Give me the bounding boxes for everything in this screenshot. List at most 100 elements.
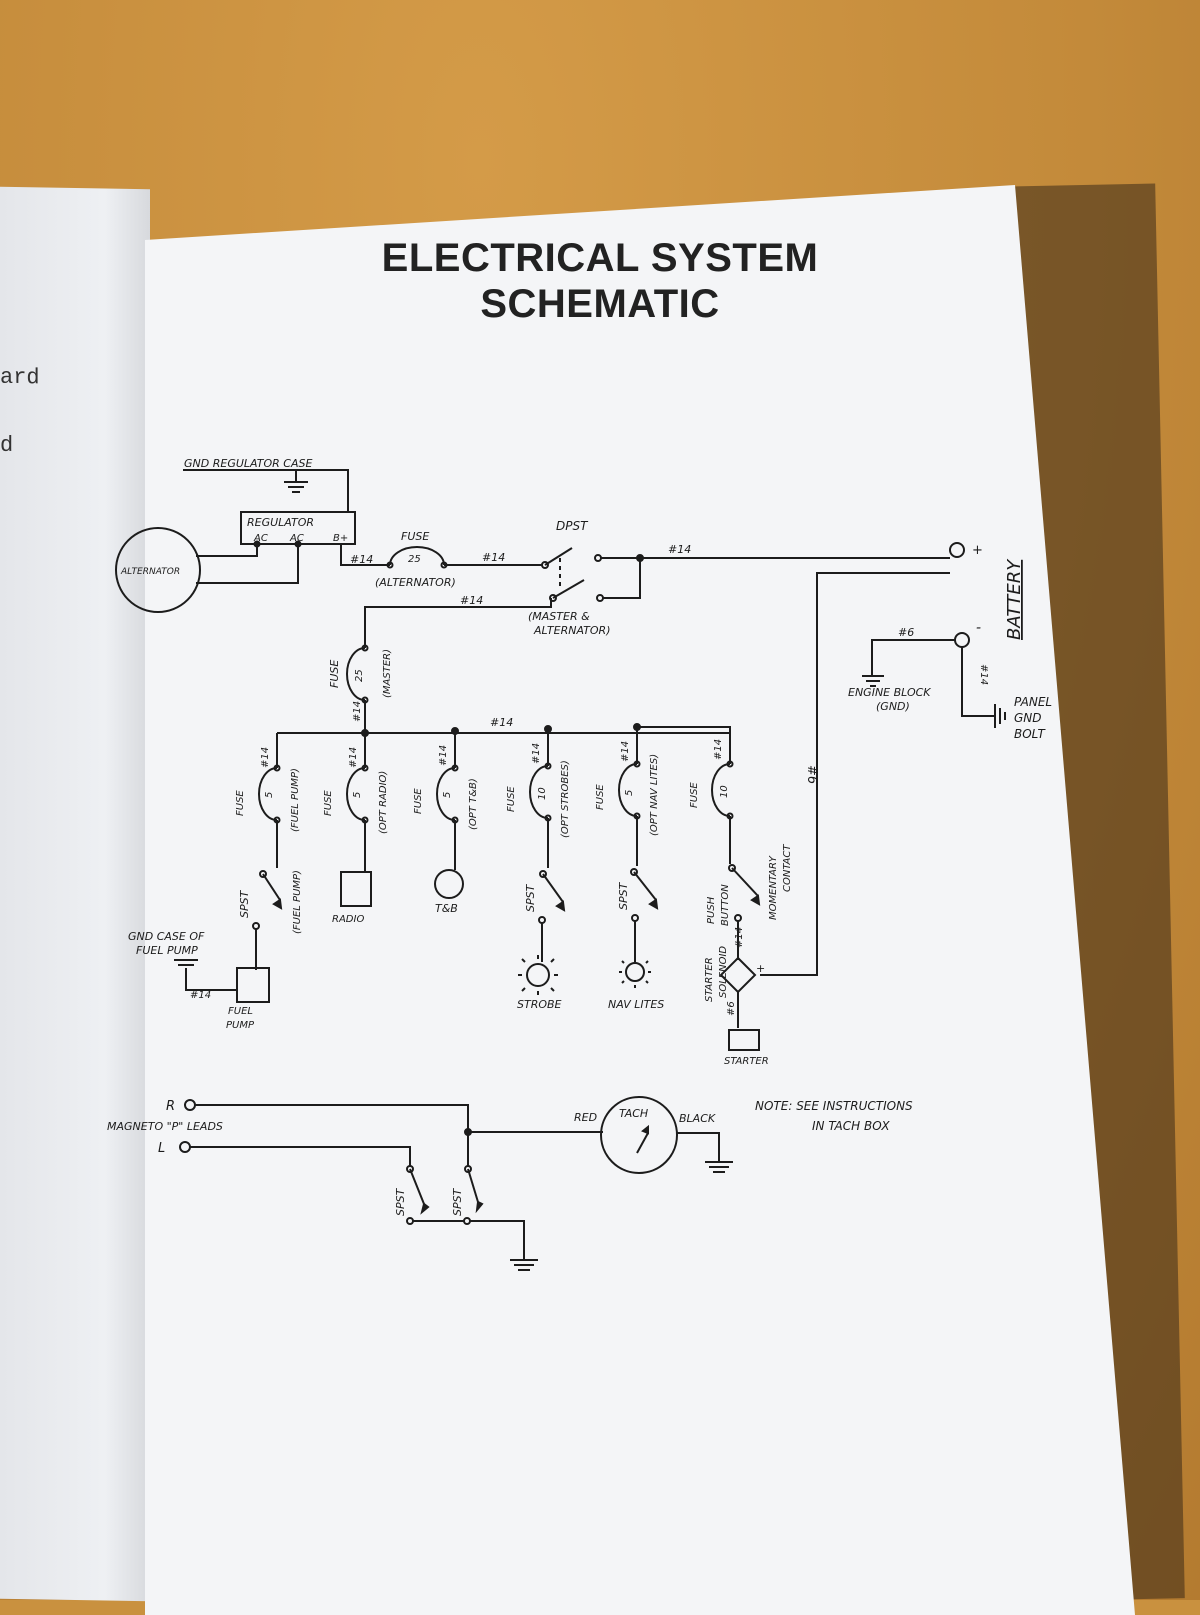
- branch-nav-lites: [618, 727, 659, 988]
- momentary-label-1: MOMENTARY: [768, 855, 779, 920]
- master-feed-wire: [364, 598, 552, 648]
- magneto-l-terminal: [179, 1141, 191, 1153]
- branch-strobe-paren: (OPT STROBES): [560, 760, 571, 838]
- gnd-case-fuel-label-2: FUEL PUMP: [136, 944, 198, 957]
- alternator-ac1-wire: [196, 544, 258, 557]
- master-fuse-value: 25: [354, 669, 365, 682]
- battery-positive-terminal: [949, 542, 965, 558]
- alternator-ac2-wire: [196, 544, 299, 584]
- branch-fuel-pump: [185, 733, 283, 1003]
- fuel-wire-label: #14: [190, 990, 211, 1001]
- branch-radio-wire: #14: [348, 747, 359, 768]
- radio-label: RADIO: [332, 914, 364, 925]
- bplus-wire: [340, 544, 390, 566]
- branch-radio-val: 5: [352, 792, 363, 798]
- spst-nav-label: SPST: [617, 881, 630, 910]
- terminal-dot: [294, 540, 302, 548]
- ground-symbol-magneto: [510, 1259, 538, 1271]
- dpst-contact: [594, 554, 602, 562]
- gnd-case-fuel-label-1: GND CASE OF: [128, 930, 205, 943]
- alternator-fuse: [389, 546, 445, 566]
- tach-needle: [636, 1132, 649, 1154]
- terminal-dot: [253, 540, 261, 548]
- battery-minus: -: [976, 620, 981, 636]
- engine-block-label-1: ENGINE BLOCK: [848, 686, 931, 699]
- master-fuse: [346, 647, 366, 701]
- branch-nav-paren: (OPT NAV LITES): [649, 754, 660, 836]
- magneto-ground-wire: [413, 1220, 525, 1260]
- manual-page: [145, 185, 1135, 1615]
- nav-lites-label: NAV LITES: [608, 998, 664, 1011]
- dpst-blade-2: [552, 579, 585, 599]
- branch-starter: [637, 726, 761, 1051]
- branch-fuel-paren: (FUEL PUMP): [290, 768, 301, 832]
- magneto-switch-1: [406, 1165, 430, 1225]
- magneto-l-wire: [190, 1146, 411, 1166]
- branch-starter-val: 10: [719, 785, 730, 798]
- spst-mag2-label: SPST: [451, 1187, 464, 1216]
- master-fuse-label: FUSE: [328, 660, 341, 688]
- master-fuse-paren: (MASTER): [382, 649, 393, 698]
- branch-radio-paren: (OPT RADIO): [378, 771, 389, 834]
- starter-label: STARTER: [724, 1056, 769, 1067]
- branch-turn-bank: [434, 731, 464, 899]
- branch-tb-fuse: FUSE: [413, 788, 424, 814]
- page-title-line1: ELECTRICAL SYSTEM: [381, 236, 819, 280]
- starter-feed-wire: [760, 572, 950, 976]
- spst-mag1-label: SPST: [394, 1187, 407, 1216]
- solenoid-plus: +: [756, 962, 765, 975]
- regulator-ac1-label: AC: [253, 533, 268, 544]
- magneto-r-terminal: [184, 1099, 196, 1111]
- tach-red-label: RED: [574, 1111, 597, 1124]
- fuel-pump-label-2: PUMP: [226, 1020, 255, 1031]
- page-title-line2: SCHEMATIC: [480, 282, 720, 326]
- dpst-jumper: [603, 558, 641, 599]
- solenoid-wire6-label: #6: [726, 1001, 737, 1016]
- battery-panel-gnd-wire: [961, 647, 995, 717]
- branch-starter-wire: #14: [713, 739, 724, 760]
- tach-needle-tip: [641, 1124, 649, 1135]
- spst-fuel-label: SPST: [238, 889, 251, 918]
- dpst-contact: [596, 594, 604, 602]
- battery-negative-terminal: [954, 632, 970, 648]
- battery-label: BATTERY: [1004, 558, 1025, 640]
- branch-starter-fuse: FUSE: [689, 782, 700, 808]
- branch-tb-val: 5: [442, 792, 453, 798]
- push-button-label-1: PUSH: [706, 896, 717, 924]
- solenoid-wire14-label: #14: [734, 927, 745, 948]
- ground-symbol-engine: [862, 675, 884, 687]
- branch-strobe-fuse: FUSE: [506, 786, 517, 812]
- wire14-bat-label: #14: [978, 664, 989, 685]
- branch-nav-wire: #14: [620, 741, 631, 762]
- magneto-r-label: R: [166, 1099, 175, 1114]
- tach-black-label: BLACK: [679, 1112, 716, 1125]
- tb-label: T&B: [435, 902, 458, 915]
- wire14-label-c: #14: [668, 543, 691, 556]
- alternator: [115, 527, 201, 613]
- panel-gnd-label-1: PANEL: [1014, 695, 1052, 709]
- dpst-blade-1: [544, 547, 573, 566]
- ground-symbol-tach: [705, 1161, 733, 1173]
- panel-gnd-label-2: GND: [1014, 711, 1042, 725]
- branch-nav-fuse: FUSE: [595, 784, 606, 810]
- magneto-leads-label: MAGNETO "P" LEADS: [107, 1120, 223, 1133]
- wire14-label-a: #14: [350, 553, 373, 566]
- fuse-terminal: [361, 644, 369, 652]
- master-fuse-wire: #14: [352, 701, 363, 722]
- battery-plus: +: [972, 543, 983, 558]
- wire14-label-d: #14: [460, 594, 483, 607]
- branch-fuel-fuse: FUSE: [235, 790, 246, 816]
- gnd-regulator-case-label: GND REGULATOR CASE: [184, 457, 312, 470]
- engine-block-label-2: (GND): [876, 700, 910, 713]
- alternator-label: ALTERNATOR: [120, 567, 180, 577]
- regulator-bplus-label: B+: [333, 533, 348, 544]
- branch-fuel-val: 5: [264, 792, 275, 798]
- branch-radio-fuse: FUSE: [323, 790, 334, 816]
- regulator-label: REGULATOR: [247, 516, 314, 529]
- alt-fuse-paren: (ALTERNATOR): [375, 576, 456, 589]
- fuel-pump-paren-switch: (FUEL PUMP): [292, 870, 303, 934]
- ground-symbol-regulator: [284, 481, 308, 493]
- strobe-label: STROBE: [517, 998, 562, 1011]
- magneto-r-wire: [195, 1104, 469, 1132]
- note-line-1: NOTE: SEE INSTRUCTIONS: [755, 1099, 913, 1113]
